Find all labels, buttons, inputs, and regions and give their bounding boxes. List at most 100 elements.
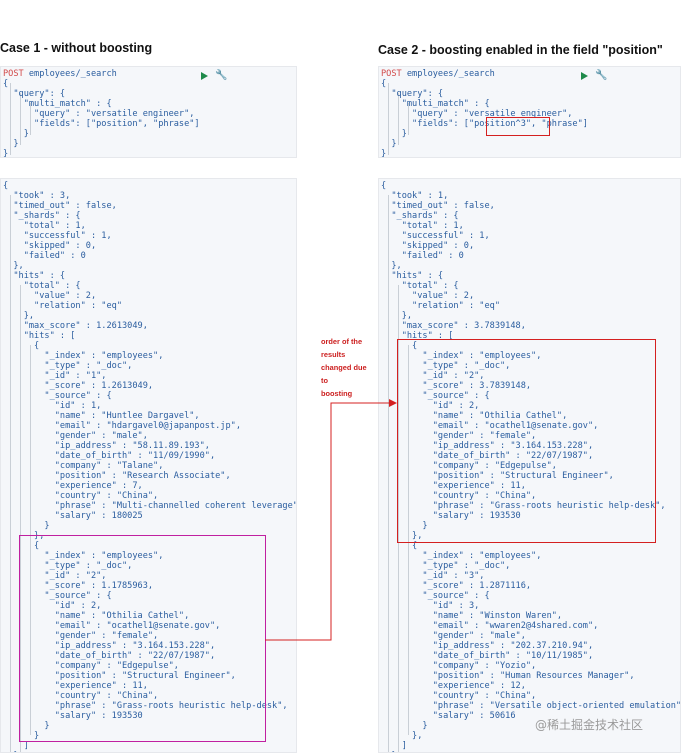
indent-guide — [398, 93, 399, 145]
code-line: "_id" : "3", — [381, 571, 485, 581]
code-line: "total" : 1, — [3, 221, 86, 231]
code-line: "experience" : 11, — [3, 681, 148, 691]
code-line: "ip_address" : "3.164.153.228", — [3, 641, 216, 651]
case2-request-code[interactable]: POST employees/_search{ "query": { "mult… — [381, 69, 588, 158]
play-icon[interactable] — [201, 72, 208, 80]
code-line: "_shards" : { — [381, 211, 459, 221]
code-line: POST employees/_search — [3, 69, 117, 79]
code-line: "salary" : 50616 — [381, 711, 516, 721]
code-line: "gender" : "female", — [3, 631, 159, 641]
code-line: "_shards" : { — [3, 211, 81, 221]
code-line: { — [3, 341, 40, 351]
code-line: "successful" : 1, — [381, 231, 490, 241]
code-line: "gender" : "female", — [381, 431, 537, 441]
code-line: "date_of_birth" : "22/07/1987", — [3, 651, 216, 661]
code-line: { — [3, 79, 9, 89]
http-method: POST — [3, 69, 24, 79]
code-line: "_index" : "employees", — [381, 551, 542, 561]
code-line: "total" : 1, — [381, 221, 464, 231]
code-line: "hits" : { — [3, 271, 66, 281]
indent-guide — [388, 195, 389, 752]
code-line: "failed" : 0 — [3, 251, 86, 261]
indent-guide — [408, 103, 409, 135]
code-line: "_id" : "1", — [3, 371, 107, 381]
code-line: "gender" : "male", — [3, 431, 148, 441]
boost-highlight — [486, 117, 550, 136]
case2-title: Case 2 - boosting enabled in the field "… — [378, 43, 663, 57]
code-line: POST employees/_search — [381, 69, 495, 79]
code-line: "ip_address" : "202.37.210.94", — [381, 641, 594, 651]
code-line: "_type" : "_doc", — [3, 561, 133, 571]
case1-request-editor[interactable]: POST employees/_search{ "query": { "mult… — [0, 66, 297, 158]
code-line: "_source" : { — [3, 591, 112, 601]
play-icon[interactable] — [581, 72, 588, 80]
code-line: ] — [3, 741, 29, 751]
code-line: "position" : "Structural Engineer", — [381, 471, 614, 481]
code-line: "experience" : 11, — [381, 481, 526, 491]
indent-guide — [398, 285, 399, 752]
code-line: "company" : "Edgepulse", — [381, 461, 557, 471]
indent-guide — [10, 195, 11, 752]
case1-request-code[interactable]: POST employees/_search{ "query": { "mult… — [3, 69, 200, 158]
case1-request-toolbar: 🔧 — [199, 70, 229, 82]
code-line: "_index" : "employees", — [3, 551, 164, 561]
code-line: "multi_match" : { — [381, 99, 490, 109]
code-line: "value" : 2, — [381, 291, 475, 301]
code-line: "email" : "ocathel1@senate.gov", — [3, 621, 221, 631]
code-line: }, — [3, 531, 45, 541]
code-line: "_source" : { — [381, 591, 490, 601]
code-line: "_type" : "_doc", — [3, 361, 133, 371]
code-line: "name" : "Othilia Cathel", — [3, 611, 190, 621]
http-method: POST — [381, 69, 402, 79]
code-line: "multi_match" : { — [3, 99, 112, 109]
indent-guide — [30, 103, 31, 135]
indent-guide — [388, 83, 389, 155]
code-line: "fields": ["position", "phrase"] — [3, 119, 200, 129]
code-line: { — [3, 181, 9, 191]
code-line: "max_score" : 3.7839148, — [381, 321, 526, 331]
wrench-icon[interactable]: 🔧 — [215, 70, 228, 81]
code-line: "query": { — [3, 89, 66, 99]
code-line: } — [381, 149, 387, 158]
code-line: { — [381, 541, 418, 551]
code-line: }, — [381, 531, 423, 541]
code-line: "phrase" : "Multi-channelled coherent le… — [3, 501, 297, 511]
case1-title: Case 1 - without boosting — [0, 41, 153, 55]
wrench-icon[interactable]: 🔧 — [595, 70, 608, 81]
code-line: "query" : "versatile engineer", — [3, 109, 195, 119]
top-hit-highlight — [397, 339, 656, 543]
code-line: "salary" : 193530 — [3, 711, 143, 721]
code-line: }, — [381, 261, 402, 271]
code-line: "_score" : 3.7839148, — [381, 381, 532, 391]
code-line: } — [3, 149, 9, 158]
code-line: { — [381, 79, 387, 89]
code-line: ] — [381, 741, 407, 751]
code-line: "value" : 2, — [3, 291, 97, 301]
code-line: { — [3, 541, 40, 551]
code-line: "phrase" : "Versatile object-oriented em… — [381, 701, 681, 711]
code-line: "took" : 1, — [381, 191, 449, 201]
code-line: "id" : 1, — [3, 401, 102, 411]
code-line: "max_score" : 1.2613049, — [3, 321, 148, 331]
code-line: "ip_address" : "3.164.153.228", — [381, 441, 594, 451]
code-line: "name" : "Winston Waren", — [381, 611, 563, 621]
code-line: "hits" : { — [381, 271, 444, 281]
indent-guide — [30, 345, 31, 735]
code-line: "position" : "Research Associate", — [3, 471, 231, 481]
code-line: } — [3, 721, 50, 731]
code-line: }, — [381, 311, 413, 321]
code-line: "id" : 2, — [3, 601, 102, 611]
code-line: "relation" : "eq" — [3, 301, 122, 311]
code-line: "id" : 3, — [381, 601, 480, 611]
code-line: "country" : "China", — [3, 691, 159, 701]
code-line: "email" : "wwaren2@4shared.com", — [381, 621, 599, 631]
code-line: "company" : "Yozio", — [381, 661, 537, 671]
code-line: }, — [381, 731, 423, 741]
code-line: "_type" : "_doc", — [381, 361, 511, 371]
code-line: "company" : "Edgepulse", — [3, 661, 179, 671]
watermark: @稀土掘金技术社区 — [535, 718, 644, 732]
indent-guide — [10, 83, 11, 155]
code-line: "_source" : { — [3, 391, 112, 401]
case2-request-editor[interactable]: POST employees/_search{ "query": { "mult… — [378, 66, 681, 158]
code-line: "email" : "ocathel1@senate.gov", — [381, 421, 599, 431]
